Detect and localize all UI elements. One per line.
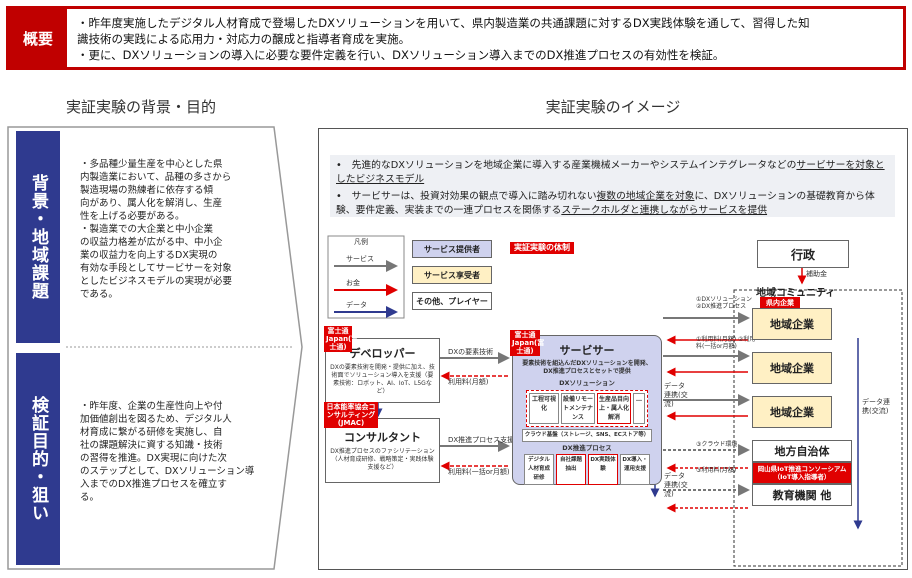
bullet-2: • サービサーは、投資対効果の観点で導入に踏み切れない複数の地域企業を対象に、D…: [336, 191, 875, 216]
fee1-label: 利用料(月額): [448, 378, 489, 386]
gov-node: 行政: [757, 240, 849, 268]
right-sol-label: ①DXソリューション ②DX推進プロセス: [696, 296, 752, 310]
servicer-title: サービサー: [559, 344, 615, 357]
right-section-title: 実証実験のイメージ: [545, 98, 681, 116]
process-support-label: DX推進プロセス支援: [448, 436, 515, 444]
data-link-label-2: データ連携(交流): [664, 472, 688, 498]
overview-line3: ・更に、DXソリューションの導入に必要な要件定義を行い、DXソリューション導入ま…: [77, 48, 725, 62]
bullet-1: • 先進的なDXソリューションを地域企業に導入する産業機械メーカーやシステムイン…: [336, 160, 885, 185]
legend-receiver: サービス享受者: [412, 266, 492, 284]
overview-text: ・昨年度実施したデジタル人材育成で登場したDXソリューションを用いて、県内製造業…: [67, 9, 903, 67]
image-bullets: • 先進的なDXソリューションを地域企業に導入する産業機械メーカーやシステムイン…: [330, 155, 895, 217]
legend-money: お金: [346, 279, 360, 287]
legend-data: データ: [346, 301, 367, 309]
proc-4: DX導入・運用支援: [620, 454, 650, 485]
sol-2: 設備リモートメンテナンス: [561, 393, 595, 424]
process-row: デジタル人材育成研修 自社課題抽出 DX実践体験 DX導入・運用支援: [524, 454, 650, 485]
sol-4: …: [633, 393, 645, 424]
overview-banner: 概要 ・昨年度実施したデジタル人材育成で登場したDXソリューションを用いて、県内…: [6, 6, 906, 70]
overview-line2: 識技術の実践による応用力・対応力の醸成と指導者育成を実施。: [77, 32, 411, 46]
sol-1: 工程可視化: [529, 393, 559, 424]
developer-title: デベロッパー: [349, 347, 416, 360]
sol-3: 生産品目向上・属人化解消: [597, 393, 631, 424]
legend-title: 凡例: [354, 238, 368, 246]
company-node-2: 地域企業: [752, 352, 832, 384]
left-section-title: 実証実験の背景・目的: [65, 98, 216, 116]
subsidy-label: 補助金: [806, 270, 827, 278]
consultant-desc: DX推進プロセスのファシリテーション（人材育成研修、戦略策定・実践体験支援など）: [330, 448, 435, 471]
consultant-tag: 日本能率協会コンサルティング(JMAC): [324, 402, 378, 428]
proc-2: 自社課題抽出: [556, 454, 586, 485]
consultant-node: コンサルタント DX推進プロセスのファシリテーション（人材育成研修、戦略策定・実…: [325, 418, 440, 483]
fee3-label: ③利用料(月額): [696, 467, 737, 474]
edu-node: 教育機関 他: [752, 484, 852, 506]
background-text: ・多品種少量生産を中心とした県 内製造業において、品種の多さから 製造現場の熟練…: [80, 159, 233, 300]
diagram-lines: [327, 235, 903, 567]
developer-tag: 富士通Japan(富士通): [324, 326, 359, 352]
cloud-base: クラウド基盤（ストレージ、SNS、ECストア等）: [521, 429, 653, 442]
elem-tech-label: DXの要素技術: [448, 348, 494, 356]
left-panel-shape: [7, 126, 303, 570]
company-node-3: 地域企業: [752, 396, 832, 428]
company-tag: 県内企業: [760, 297, 800, 309]
servicer-tag: 富士通Japan(富士通): [510, 330, 545, 356]
dx-process-label: DX推進プロセス: [562, 444, 612, 452]
solution-row: 工程可視化 設備リモートメンテナンス 生産品目向上・属人化解消 …: [526, 390, 648, 427]
background-tag: 背景・地域課題: [16, 131, 60, 343]
legend-service: サービス: [346, 255, 374, 263]
servicer-desc: 要素技術を組込んだDXソリューションを開発、DX推進プロセスとセットで提供: [522, 360, 652, 375]
dx-solution-label: DXソリューション: [559, 379, 615, 387]
proc-3: DX実践体験: [588, 454, 618, 485]
structure-label: 実証実験の体制: [510, 242, 574, 254]
servicer-node: サービサー 要素技術を組込んだDXソリューションを開発、DX推進プロセスとセット…: [512, 335, 662, 485]
company-node-1: 地域企業: [752, 308, 832, 340]
purpose-text: ・昨年度、企業の生産性向上や付 加価値創出を図るため、デジタル人 材育成に繋がる…: [80, 401, 255, 503]
right-fee-label: ①利用料(月額) ②利用料(一括or月額): [696, 336, 756, 350]
overview-label: 概要: [9, 9, 67, 67]
legend-other: その他、プレイヤー: [412, 292, 492, 310]
developer-desc: DXの要素技術を開発・提供に加え、技術面でソリューション導入を支援（要素技術：ロ…: [330, 364, 435, 395]
community-label: 地域コミュニティ: [756, 288, 836, 299]
legend-provider: サービス提供者: [412, 240, 492, 258]
cloud-link-label: ③クラウド環境: [696, 441, 738, 448]
proc-1: デジタル人材育成研修: [524, 454, 554, 485]
fee2-label: 利用料(一括or月額): [448, 468, 510, 476]
local-gov-node: 地方自治体: [752, 440, 852, 462]
okayama-consortium: 岡山県IoT推進コンソーシアム（IoT導入指導者）: [752, 462, 852, 484]
data-link-label: データ連携(交流): [664, 382, 688, 408]
overview-line1: ・昨年度実施したデジタル人材育成で登場したDXソリューションを用いて、県内製造業…: [77, 16, 810, 30]
purpose-tag: 検証目的・狙い: [16, 353, 60, 565]
consultant-title: コンサルタント: [344, 431, 421, 444]
data-cross-label: データ連携(交流): [862, 398, 890, 415]
